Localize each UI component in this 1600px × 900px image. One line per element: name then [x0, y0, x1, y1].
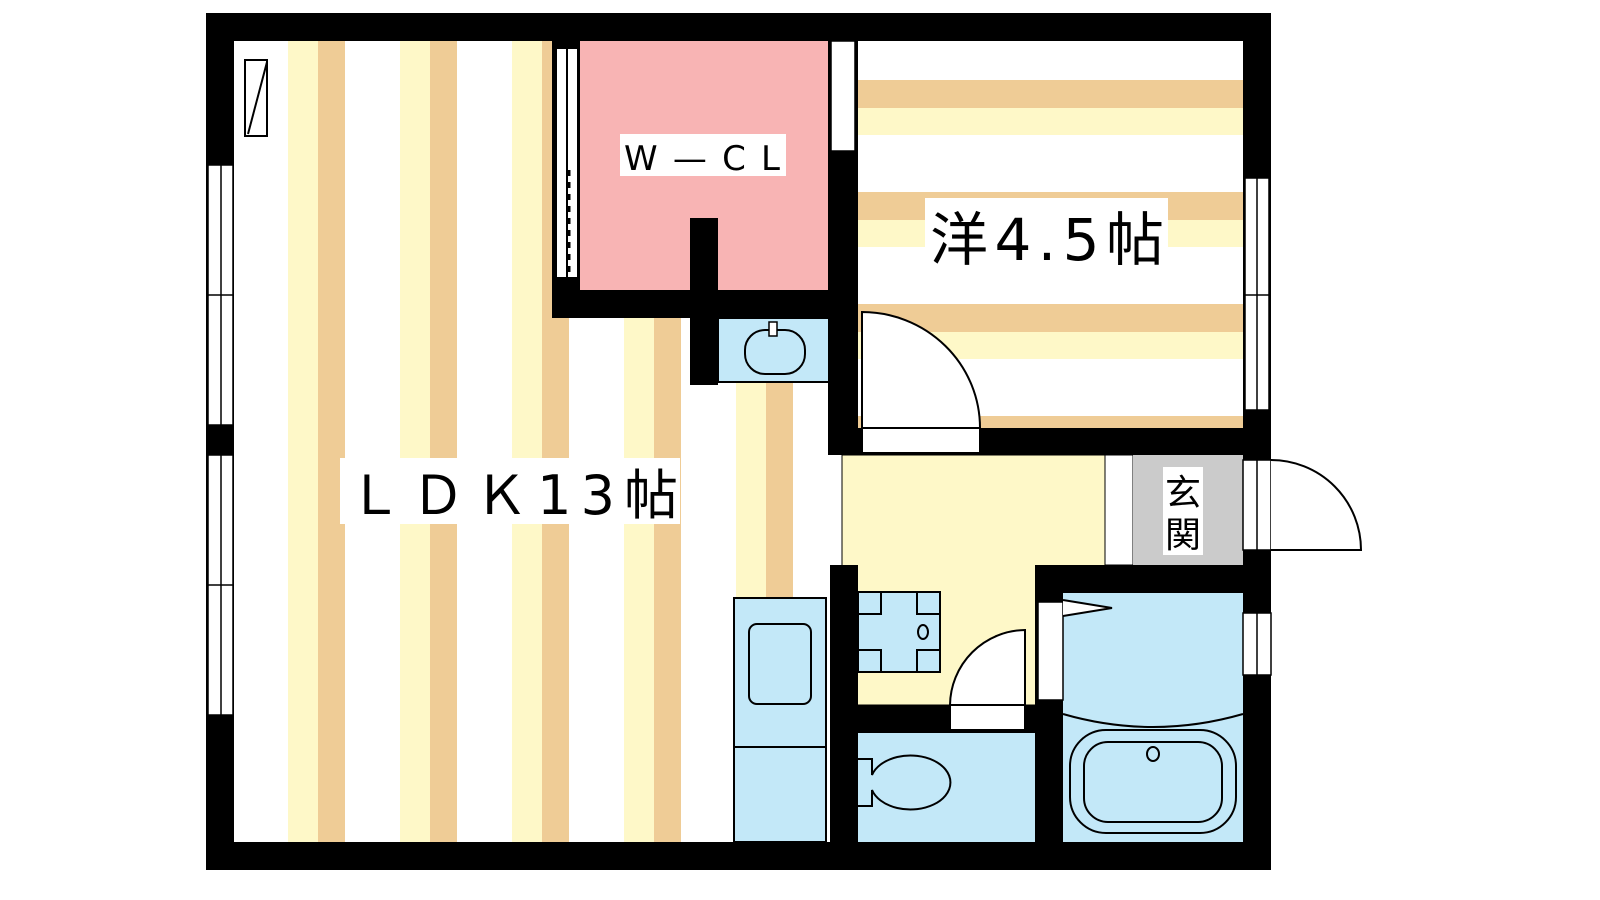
western-room-door[interactable]	[861, 310, 982, 454]
bathroom-door[interactable]	[1037, 599, 1113, 701]
washing-machine-space	[857, 591, 941, 673]
bathroom	[1062, 593, 1244, 842]
entrance-label-char: 玄	[1165, 473, 1201, 514]
closet-door[interactable]	[830, 40, 856, 152]
western-window	[1244, 177, 1270, 411]
partition-stub	[690, 218, 718, 385]
storage-cabinet-icon	[244, 59, 268, 137]
entrance-label: 玄関	[1165, 473, 1201, 556]
entrance-label-char: 関	[1165, 515, 1201, 556]
hall-left-wall	[830, 565, 858, 842]
western-room-label: 洋4.5帖	[930, 206, 1164, 274]
ldk-window-lower	[207, 454, 234, 716]
entrance-door[interactable]	[1242, 459, 1363, 551]
entrance-step	[1104, 454, 1134, 566]
toilet-room	[858, 733, 1035, 842]
ldk-window-upper	[207, 164, 234, 426]
washbasin	[717, 317, 831, 383]
kitchen-counter	[733, 597, 827, 843]
toilet-door[interactable]	[948, 628, 1026, 731]
ldk-label: ＬＤＫ13帖	[348, 464, 678, 527]
bath-top-wall	[1035, 565, 1271, 593]
